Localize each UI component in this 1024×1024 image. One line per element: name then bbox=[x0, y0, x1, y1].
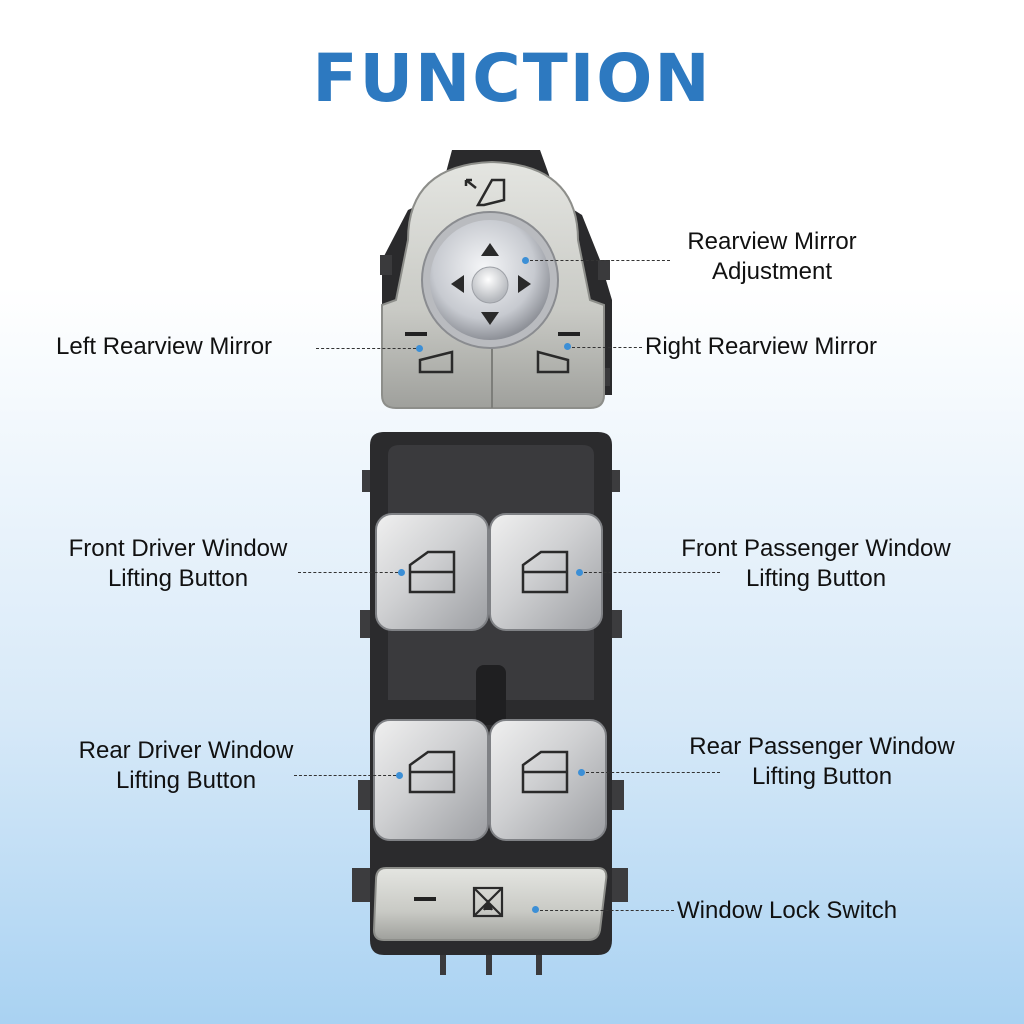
left-rearview-mirror-label: Left Rearview Mirror bbox=[56, 333, 273, 360]
window-lift-icon bbox=[408, 550, 456, 594]
front-driver-window-button bbox=[375, 513, 489, 631]
front-passenger-window-line2: Lifting Button bbox=[745, 565, 887, 592]
front-passenger-window-line1: Front Passenger Window bbox=[681, 535, 951, 562]
right-rearview-mirror-label: Right Rearview Mirror bbox=[645, 333, 878, 360]
page-title: FUNCTION bbox=[312, 40, 712, 117]
rear-passenger-window-button bbox=[489, 719, 607, 841]
window-lock-switch-label: Window Lock Switch bbox=[677, 897, 898, 924]
rear-driver-window-leader bbox=[294, 775, 396, 776]
right-rearview-mirror-dot bbox=[564, 343, 571, 350]
front-driver-window-leader bbox=[298, 572, 398, 573]
left-mirror-icon bbox=[418, 350, 454, 374]
left-rearview-mirror-dot bbox=[416, 345, 423, 352]
right-mirror-icon bbox=[536, 350, 570, 374]
front-driver-window-line1: Front Driver Window bbox=[68, 535, 288, 562]
rear-driver-window-dot bbox=[396, 772, 403, 779]
rear-passenger-window-leader bbox=[586, 772, 720, 773]
rearview-mirror-adjustment-label: Rearview Mirror Adjustment bbox=[672, 227, 872, 287]
window-lock-switch-leader bbox=[540, 910, 674, 911]
rear-passenger-window-line2: Lifting Button bbox=[751, 763, 893, 790]
front-passenger-window-leader bbox=[584, 572, 720, 573]
rear-passenger-window-line1: Rear Passenger Window bbox=[689, 733, 955, 760]
mirror-select-icon bbox=[464, 178, 506, 207]
rear-driver-window-button bbox=[373, 719, 489, 841]
rearview-mirror-adjustment-line1: Rearview Mirror bbox=[687, 228, 857, 255]
rearview-mirror-adjustment-line2: Adjustment bbox=[711, 258, 833, 285]
rear-passenger-window-dot bbox=[578, 769, 585, 776]
rearview-mirror-adjustment-leader bbox=[530, 260, 670, 261]
front-passenger-window-label: Front Passenger Window Lifting Button bbox=[656, 534, 976, 594]
front-driver-window-label: Front Driver Window Lifting Button bbox=[58, 534, 298, 594]
left-rearview-mirror-leader bbox=[316, 348, 416, 349]
front-driver-window-dot bbox=[398, 569, 405, 576]
front-passenger-window-dot bbox=[576, 569, 583, 576]
front-driver-window-line2: Lifting Button bbox=[107, 565, 249, 592]
rear-driver-window-line2: Lifting Button bbox=[115, 767, 257, 794]
window-lock-switch bbox=[372, 867, 608, 941]
rear-passenger-window-label: Rear Passenger Window Lifting Button bbox=[664, 732, 980, 792]
joystick-arrows-icon bbox=[471, 266, 509, 304]
window-lock-switch-dot bbox=[532, 906, 539, 913]
rear-driver-window-line1: Rear Driver Window bbox=[78, 737, 294, 764]
rearview-mirror-adjustment-dot bbox=[522, 257, 529, 264]
window-lock-icon bbox=[472, 886, 504, 918]
right-rearview-mirror-leader bbox=[572, 347, 642, 348]
rear-driver-window-label: Rear Driver Window Lifting Button bbox=[56, 736, 316, 796]
